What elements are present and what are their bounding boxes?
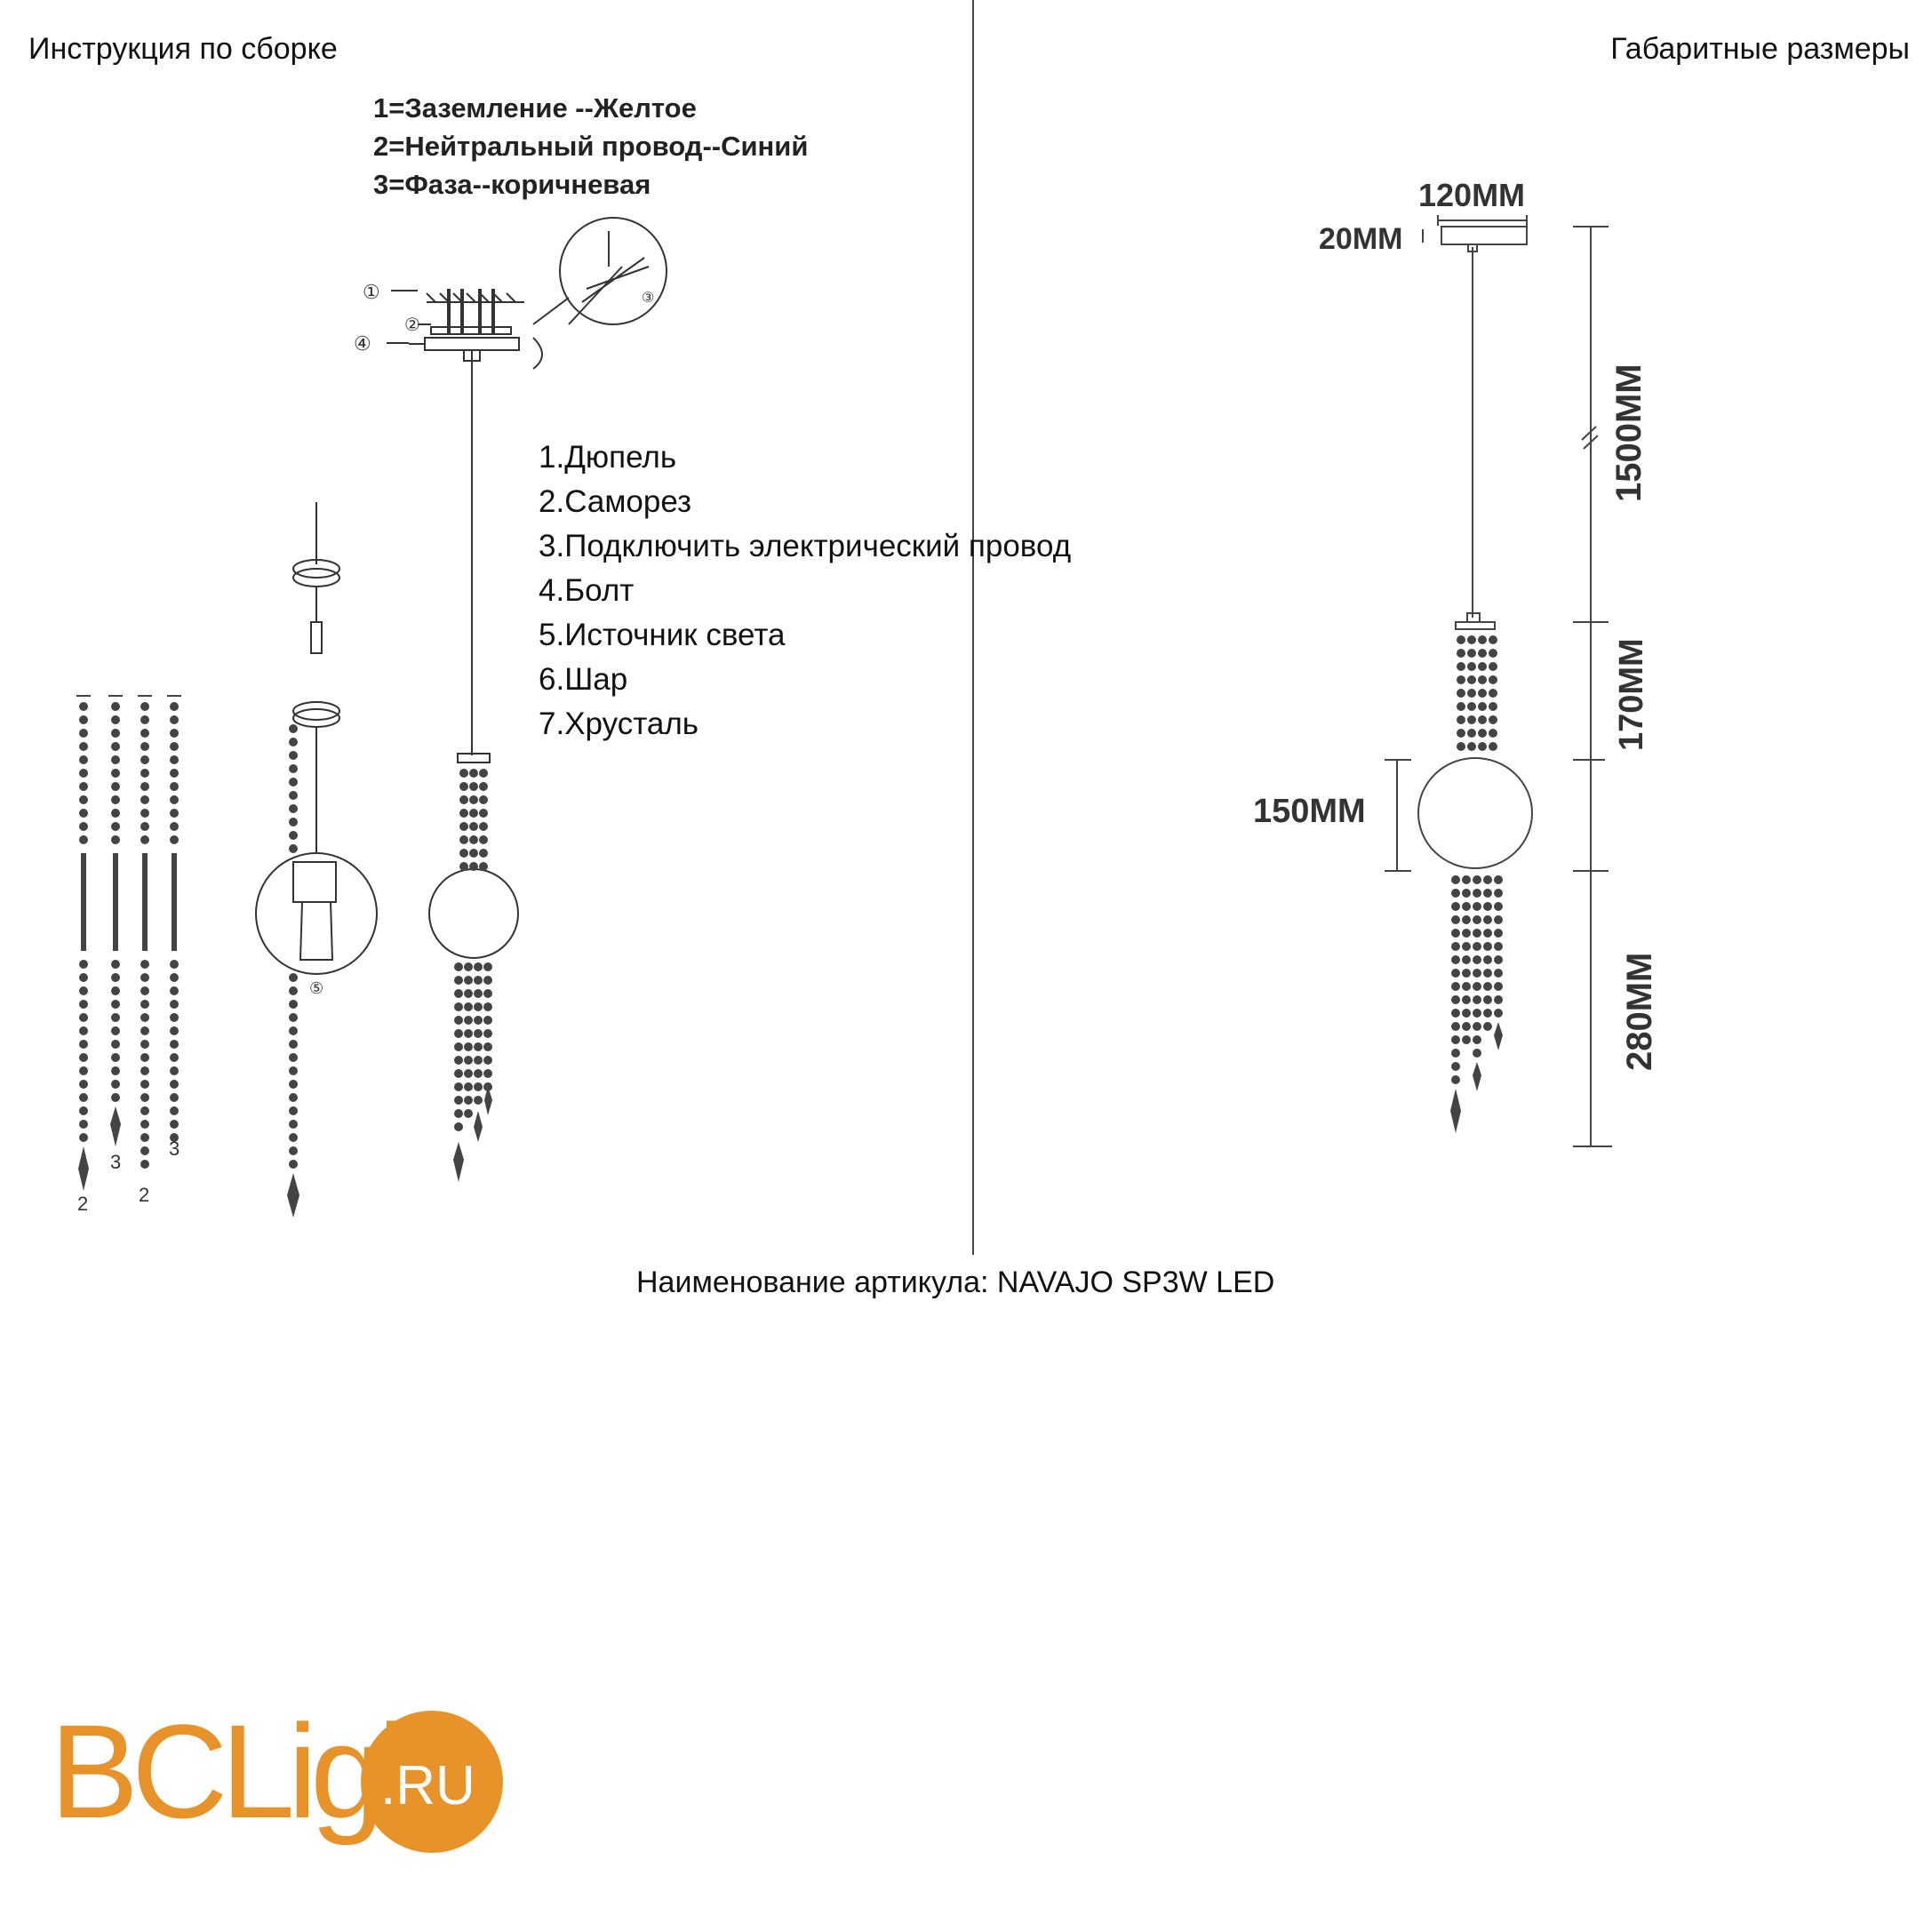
exploded-ball	[255, 852, 378, 975]
part-item-light-source: 5.Источник света	[539, 618, 786, 652]
dimensions-drawing: 120MM 20MM 150MM 1500MM 170MM 280MM	[1253, 177, 1659, 1147]
exploded-bulb	[299, 901, 334, 961]
assembly-drawing: ① ② ④ ③ ⑤ 2 3 2 3	[76, 217, 667, 1217]
dim-label-top-crystals: 170MM	[1613, 638, 1650, 751]
part-item-wire: 3.Подключить электрический провод	[539, 529, 1072, 563]
part-item-ball: 6.Шар	[539, 662, 628, 697]
part-item-bolt: 4.Болт	[539, 573, 635, 608]
loose-chain-4	[170, 702, 179, 1142]
vertical-divider	[972, 0, 974, 1255]
dim-label-cable: 1500MM	[1609, 363, 1649, 502]
dim-crystal-drop-1	[1450, 1089, 1461, 1133]
parts-list: 1.Дюпель 2.Саморез 3.Подключить электрич…	[539, 435, 1071, 746]
canopy-plate	[424, 337, 520, 351]
assembled-bottom-strands	[454, 962, 492, 1131]
assembled-top-strands	[459, 769, 488, 871]
wiring-item-neutral: 2=Нейтральный провод--Синий	[373, 131, 809, 162]
assembled-crystal-drop-1	[453, 1142, 464, 1182]
assembled-crystal-drop-2	[474, 1111, 483, 1142]
mount-bracket	[430, 326, 512, 335]
wiring-legend: 1=Заземление --Желтое 2=Нейтральный пров…	[373, 89, 808, 204]
part-item-screw: 2.Саморез	[539, 484, 692, 519]
callout-5: ⑤	[309, 979, 323, 997]
dim-bottom-strands	[1451, 875, 1503, 1084]
dim-crystal-strands	[1450, 635, 1503, 1133]
loose-chain-1	[78, 702, 89, 1191]
logo-badge-text: .RU	[380, 1755, 475, 1816]
callout-2: ②	[404, 315, 420, 335]
exploded-ring-top	[292, 559, 340, 579]
part-item-crystal: 7.Хрусталь	[539, 707, 699, 741]
dim-canopy	[1441, 226, 1528, 245]
loose-chain-3	[140, 702, 149, 1169]
section-title-dimensions: Габаритные размеры	[1610, 32, 1910, 66]
loose-chain-2	[110, 702, 121, 1146]
dim-crystal-drop-3	[1494, 1022, 1503, 1050]
ceiling-hatch	[426, 292, 524, 303]
chain-label-4: 3	[169, 1138, 180, 1160]
wiring-item-ground: 1=Заземление --Желтое	[373, 92, 697, 124]
exploded-lamp-holder	[292, 861, 337, 903]
chain-label-1: 2	[77, 1193, 88, 1215]
dim-crystal-drop-2	[1473, 1062, 1481, 1091]
chain-label-3: 2	[139, 1184, 149, 1206]
assembled-ball	[428, 868, 519, 959]
dim-label-bottom-crystals: 280MM	[1620, 953, 1659, 1071]
exploded-socket-top	[310, 621, 323, 654]
callout-1: ①	[363, 281, 380, 303]
chain-label-2: 3	[110, 1151, 121, 1173]
section-title-assembly: Инструкция по сборке	[28, 32, 338, 66]
callout-4: ④	[354, 332, 371, 355]
callout-3: ③	[642, 291, 654, 306]
exploded-strand	[287, 724, 299, 1217]
wiring-item-phase: 3=Фаза--коричневая	[373, 169, 651, 200]
article-name: Наименование артикула: NAVAJO SP3W LED	[636, 1265, 1275, 1299]
dim-top-strands	[1457, 635, 1497, 751]
dim-ball	[1417, 757, 1533, 869]
dim-label-canopy-width: 120MM	[1418, 177, 1525, 213]
assembled-crystal-drop-3	[484, 1086, 492, 1115]
logo-badge-circle	[361, 1711, 503, 1853]
wiring-detail-circle	[559, 217, 667, 325]
part-item-dowel: 1.Дюпель	[539, 440, 677, 475]
dim-label-ball: 150MM	[1253, 793, 1366, 830]
bclight-logo: BCLight .RU	[50, 1684, 512, 1853]
exploded-ring-bottom	[292, 701, 340, 721]
dim-label-canopy-height: 20MM	[1319, 222, 1402, 256]
bead-groups	[78, 702, 492, 1217]
